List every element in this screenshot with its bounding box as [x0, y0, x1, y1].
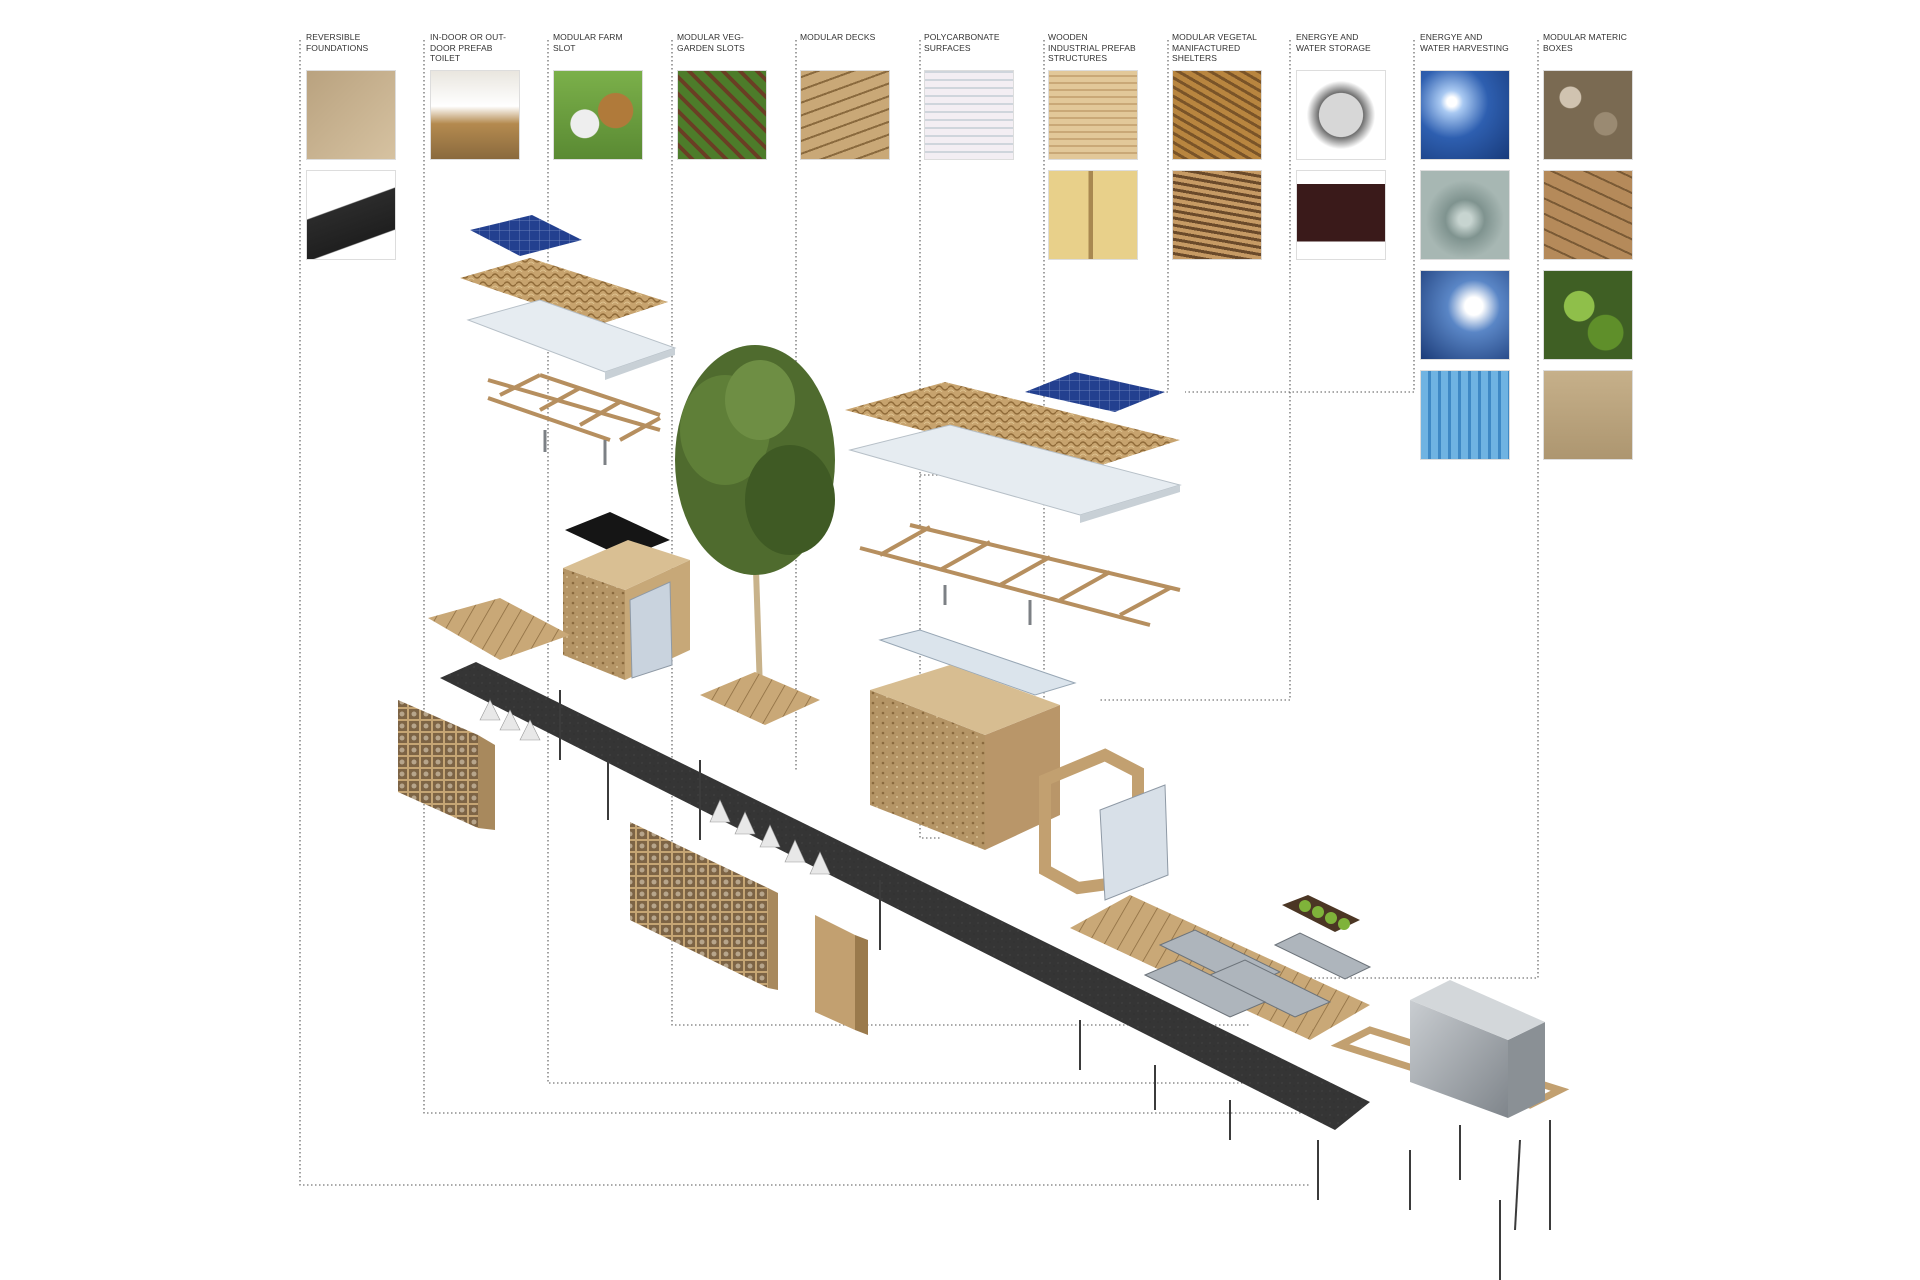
wooden-deck-swatch	[800, 70, 890, 160]
leader-vegetal-shelters	[1150, 40, 1169, 393]
cork-blocks-swatch	[1543, 170, 1633, 260]
category-label: MODULAR MATERIC BOXES	[1543, 32, 1627, 53]
leader-harvesting	[1185, 40, 1415, 393]
woven-wicker-swatch	[1172, 70, 1262, 160]
ground-screw-swatch	[306, 170, 396, 260]
wicker-roof-right	[845, 382, 1180, 472]
sheep-and-cow-swatch	[553, 70, 643, 160]
water-tank-side	[1508, 1022, 1545, 1118]
tree	[675, 345, 835, 691]
solar-panel-top-left	[470, 215, 582, 256]
gabion-wall-left	[398, 700, 478, 828]
support-spikes	[479, 699, 831, 875]
wicker-roof-left	[460, 258, 668, 325]
sun-sky-swatch	[1420, 70, 1510, 160]
rain-drops-swatch	[1420, 170, 1510, 260]
solar-panel-right	[1025, 372, 1165, 412]
water-bladder-swatch	[1296, 70, 1386, 160]
sand-texture-swatch	[306, 70, 396, 160]
category-label: MODULAR DECKS	[800, 32, 876, 42]
category-label: MODULAR VEG-GARDEN SLOTS	[677, 32, 745, 53]
gabion-stones-swatch	[1543, 70, 1633, 160]
leader-veg-garden	[671, 40, 1250, 1026]
leader-foundations	[299, 40, 1310, 1186]
rammed-earth-swatch	[1543, 370, 1633, 460]
wood-deck-left	[428, 598, 570, 660]
reed-mat-swatch	[1172, 170, 1262, 260]
steel-planters	[1143, 929, 1372, 1018]
timber-beams-swatch	[1048, 170, 1138, 260]
lettuce-heads	[1299, 900, 1350, 930]
water-tank-front	[1410, 1000, 1508, 1118]
dandelion-wind-swatch	[1420, 270, 1510, 360]
plywood-panels-swatch	[1048, 70, 1138, 160]
green-wall-swatch	[1543, 270, 1633, 360]
leader-materic-boxes	[1300, 40, 1539, 979]
wet-glass-swatch	[1420, 370, 1510, 460]
tree-deck	[700, 672, 820, 725]
toilet-cube-front	[563, 568, 625, 680]
wooden-shelf	[815, 915, 855, 1030]
toilet-cube-top	[563, 540, 690, 590]
category-label: REVERSIBLE FOUNDATIONS	[306, 32, 369, 53]
battery-pack-swatch	[1296, 170, 1386, 260]
wash-basin-swatch	[430, 70, 520, 160]
door-panel	[1099, 784, 1169, 901]
category-label: POLYCARBONATE SURFACES	[924, 32, 1000, 53]
category-label: IN-DOOR OR OUT-DOOR PREFAB TOILET	[430, 32, 507, 63]
gabion-wall-center	[630, 822, 768, 988]
toilet-door	[629, 581, 673, 679]
category-label: ENERGYE AND WATER STORAGE	[1296, 32, 1371, 53]
pergola-right	[859, 523, 1181, 627]
leader-storage	[1100, 40, 1291, 701]
leader-lines	[299, 40, 1539, 1186]
vegetable-garden-swatch	[677, 70, 767, 160]
polycarbonate-sheets-swatch	[924, 70, 1014, 160]
category-label: MODULAR VEGETAL MANIFACTURED SHELTERS	[1172, 32, 1257, 63]
category-label: MODULAR FARM SLOT	[553, 32, 623, 53]
foundation-screws	[559, 690, 1551, 1280]
leader-toilet	[423, 40, 1305, 1114]
category-label: ENERGYE AND WATER HARVESTING	[1420, 32, 1509, 53]
shelter-cube-top	[870, 665, 1060, 735]
category-label: WOODEN INDUSTRIAL PREFAB STRUCTURES	[1048, 32, 1136, 63]
polycarbonate-tray	[878, 629, 1077, 696]
asphalt-ground-strip	[440, 662, 1370, 1130]
pergola-left	[487, 373, 661, 442]
water-tank-top	[1410, 980, 1545, 1040]
shelter-cube-front	[870, 690, 985, 850]
